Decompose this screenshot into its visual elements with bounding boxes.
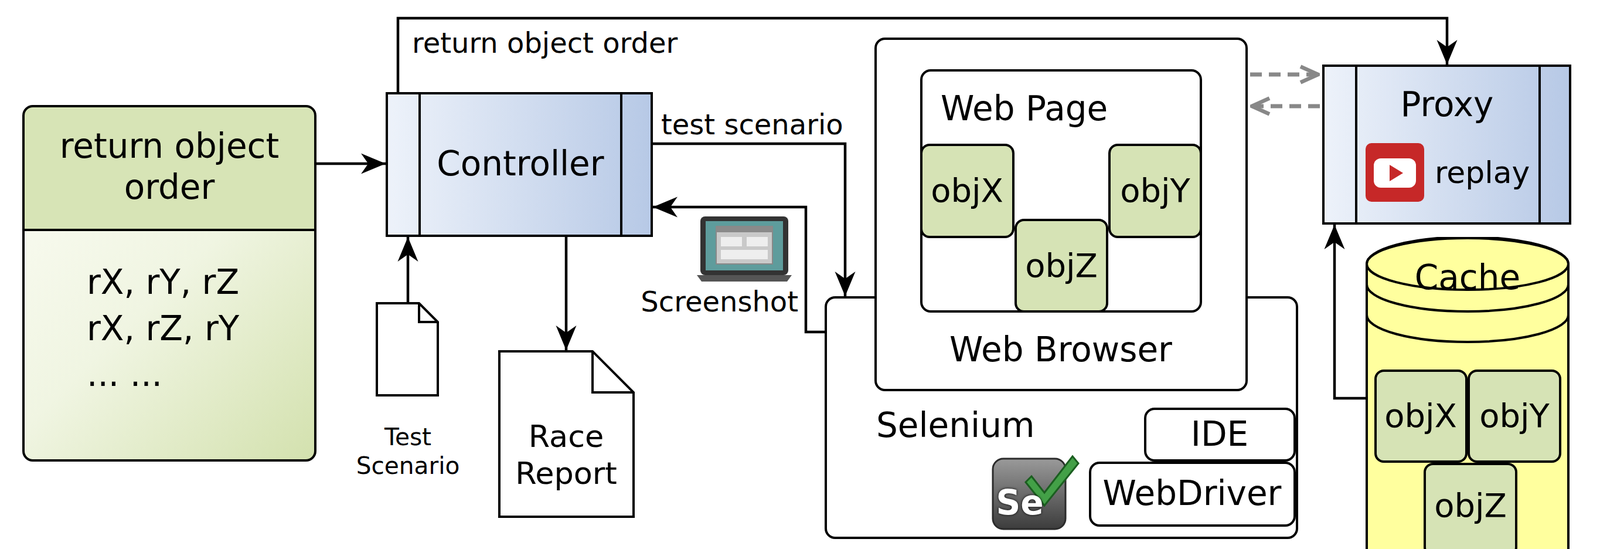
page-fold — [419, 303, 438, 322]
page-outline — [376, 303, 438, 396]
dashed-connector — [1250, 104, 1320, 109]
node-label: Race Report — [501, 417, 632, 492]
node-label: objY — [1120, 170, 1191, 210]
replay-icon — [1365, 143, 1425, 202]
node-label: Selenium — [876, 404, 1035, 447]
selenium-logo — [992, 455, 1079, 529]
node-label: Cache — [1414, 257, 1521, 299]
cache-cylinder: objX objY objZ Cache — [1365, 236, 1570, 549]
document-shape: Test Scenario — [337, 301, 479, 490]
edge-label: Screenshot — [638, 286, 801, 318]
tool-box: objXobjYobjZWeb PageWeb BrowserIDEWebDri… — [824, 295, 1299, 539]
cylinder-body — [1366, 236, 1569, 549]
node-label: objY — [1479, 395, 1550, 435]
document-shape: Race Report — [498, 349, 635, 518]
node-label: return object order — [31, 126, 308, 208]
node-label: Web Browser — [949, 329, 1173, 371]
node-body-text: rX, rZ, rY — [86, 308, 240, 350]
object-box: objX — [920, 143, 1015, 238]
object-box: objY — [1108, 143, 1203, 238]
side-bar — [620, 94, 623, 235]
node-body-text: rX, rY, rZ — [86, 261, 240, 304]
object-box: objY — [1467, 369, 1562, 463]
process-box: Proxy replay — [1322, 64, 1572, 225]
divider-line — [24, 228, 315, 231]
browser-box: objX objY objZ Web PageWeb Browser — [874, 37, 1248, 391]
node-label: IDE — [1190, 413, 1249, 455]
node-body-text: ... ... — [86, 353, 163, 396]
object-box: objZ — [1423, 462, 1518, 549]
node-label: objZ — [1025, 245, 1098, 285]
node-body-text: replay — [1434, 154, 1530, 191]
node-label: Controller — [436, 143, 604, 185]
node-label: Test Scenario — [338, 422, 478, 480]
logo-text: Se — [995, 482, 1044, 524]
cylinder-band — [1366, 314, 1569, 342]
edge-label: test scenario — [658, 109, 846, 141]
node-label: objX — [930, 170, 1004, 210]
connector — [564, 236, 568, 350]
node-label: objZ — [1434, 485, 1507, 525]
page-outline — [499, 351, 634, 517]
page-fold — [592, 351, 634, 393]
connector — [406, 236, 410, 302]
side-bar — [418, 94, 421, 235]
object-box: objX — [1374, 369, 1468, 463]
process-box: Controller — [385, 92, 653, 237]
page-box: objX objY objZ Web Page — [920, 69, 1203, 313]
side-bar — [1538, 66, 1541, 223]
node-label: Web Page — [940, 88, 1108, 130]
node-label: Proxy — [1400, 84, 1494, 126]
tool-box: IDE — [1144, 407, 1296, 462]
list-box: return object order rX, rY, rZrX, rZ, rY.… — [22, 104, 317, 462]
connector — [652, 143, 846, 296]
edge-label: return object order — [409, 27, 680, 59]
side-bar — [1355, 66, 1358, 223]
node-label: objX — [1384, 395, 1457, 435]
object-box: objZ — [1014, 218, 1109, 313]
dashed-connector — [1250, 72, 1320, 77]
connector — [316, 162, 386, 166]
tool-box: WebDriver — [1088, 461, 1296, 527]
screenshot-icon — [696, 216, 792, 282]
connector — [1334, 224, 1367, 398]
node-label: WebDriver — [1103, 472, 1282, 514]
